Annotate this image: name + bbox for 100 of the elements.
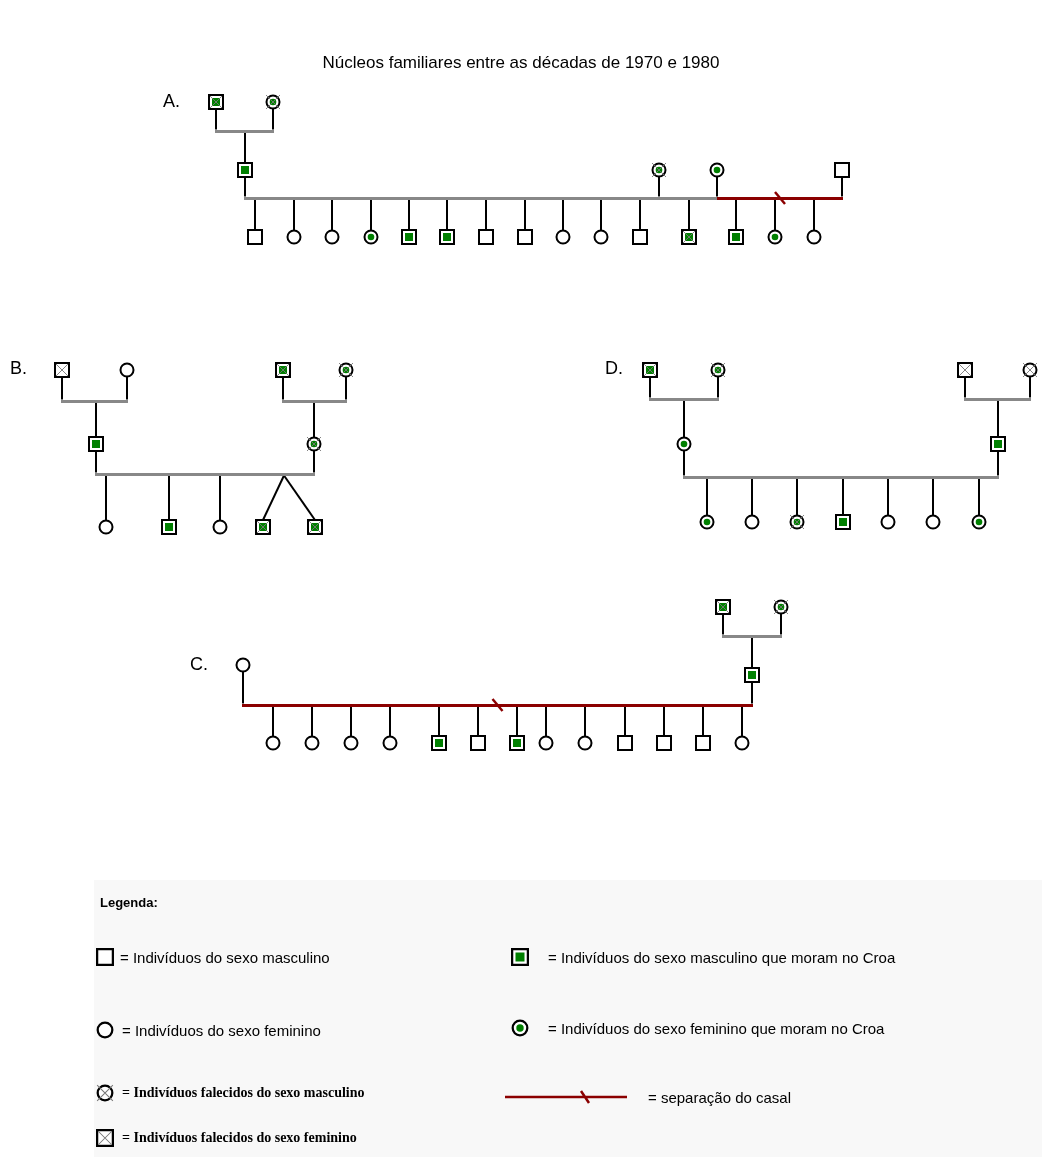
- descent-line: [95, 401, 97, 438]
- square-symbol: [681, 229, 697, 245]
- circle-symbol: [343, 735, 359, 751]
- circle-symbol: [710, 362, 726, 378]
- descent-line: [706, 477, 708, 516]
- square-symbol: [834, 162, 850, 178]
- legend-text: = separação do casal: [648, 1088, 791, 1106]
- couple-line: [683, 475, 999, 479]
- square-symbol: [54, 362, 70, 378]
- circle-symbol: [212, 519, 228, 535]
- descent-line: [649, 376, 651, 399]
- descent-line: [1029, 376, 1031, 399]
- couple-line: [95, 472, 315, 476]
- circle-symbol: [734, 735, 750, 751]
- circle-symbol: [577, 735, 593, 751]
- panel-letter: C.: [190, 654, 208, 675]
- separation-line: [242, 703, 753, 707]
- descent-line: [751, 681, 753, 705]
- descent-line: [446, 198, 448, 231]
- descent-line: [345, 376, 347, 401]
- circle-symbol: [538, 735, 554, 751]
- descent-line: [722, 613, 724, 636]
- descent-line: [841, 176, 843, 198]
- square-symbol: [431, 735, 447, 751]
- descent-line: [978, 477, 980, 516]
- descent-line: [370, 198, 372, 231]
- descent-line: [244, 131, 246, 164]
- couple-line: [649, 397, 719, 401]
- legend-text: = Indivíduos do sexo masculino que moram no Croa: [548, 948, 896, 966]
- square-symbol: [307, 519, 323, 535]
- circle-symbol: [306, 436, 322, 452]
- circle-symbol: [324, 229, 340, 245]
- descent-line: [702, 705, 704, 737]
- descent-line: [126, 376, 128, 401]
- descent-line: [584, 705, 586, 737]
- square-symbol: [744, 667, 760, 683]
- square-symbol: [470, 735, 486, 751]
- circle-symbol: [265, 94, 281, 110]
- descent-line: [774, 198, 776, 231]
- descent-line: [168, 474, 170, 521]
- descent-line: [389, 705, 391, 737]
- legend-heading: Legenda:: [100, 895, 158, 910]
- couple-line: [722, 634, 782, 638]
- circle-symbol: [363, 229, 379, 245]
- square-symbol: [990, 436, 1006, 452]
- square-symbol: [247, 229, 263, 245]
- circle-symbol: [382, 735, 398, 751]
- descent-line: [688, 198, 690, 231]
- panel-letter: A.: [163, 91, 180, 112]
- descent-line: [485, 198, 487, 231]
- square-symbol: [728, 229, 744, 245]
- descent-line: [215, 108, 217, 131]
- circle-symbol: [709, 162, 725, 178]
- descent-line: [751, 636, 753, 669]
- legend-text: = Indivíduos do sexo feminino que moram no Croa: [548, 1019, 885, 1037]
- circle-symbol: [593, 229, 609, 245]
- square-symbol: [695, 735, 711, 751]
- descent-line: [61, 376, 63, 401]
- couple-line: [282, 399, 347, 403]
- descent-line: [741, 705, 743, 737]
- descent-line: [716, 176, 718, 198]
- panel-letter: B.: [10, 358, 27, 379]
- descent-line: [313, 450, 315, 474]
- descent-line: [842, 477, 844, 516]
- legend-text: = Indivíduos falecidos do sexo masculino: [122, 1085, 365, 1101]
- descent-line: [95, 450, 97, 474]
- descent-line: [663, 705, 665, 737]
- descent-line: [780, 613, 782, 636]
- descent-line: [751, 477, 753, 516]
- descent-line: [545, 705, 547, 737]
- square-symbol: [255, 519, 271, 535]
- circle-symbol: [119, 362, 135, 378]
- descent-line: [219, 474, 221, 521]
- circle-symbol: [555, 229, 571, 245]
- descent-line: [331, 198, 333, 231]
- square-symbol: [237, 162, 253, 178]
- circle-symbol: [304, 735, 320, 751]
- circle-symbol: [338, 362, 354, 378]
- circle-symbol: [880, 514, 896, 530]
- descent-line: [964, 376, 966, 399]
- descent-line: [813, 198, 815, 231]
- descent-line: [997, 450, 999, 477]
- couple-line: [215, 129, 274, 133]
- descent-line: [438, 705, 440, 737]
- circle-symbol: [651, 162, 667, 178]
- circle-symbol: [98, 519, 114, 535]
- circle-symbol: [1022, 362, 1038, 378]
- descent-line: [658, 176, 660, 198]
- legend-text: = Indivíduos falecidos do sexo feminino: [122, 1130, 357, 1146]
- square-symbol: [275, 362, 291, 378]
- square-symbol: [478, 229, 494, 245]
- descent-line: [282, 376, 284, 401]
- descent-line: [244, 176, 246, 198]
- square-symbol: [517, 229, 533, 245]
- square-symbol: [632, 229, 648, 245]
- descent-line: [997, 399, 999, 438]
- descent-line: [283, 474, 316, 521]
- descent-line: [311, 705, 313, 737]
- descent-line: [272, 705, 274, 737]
- descent-line: [105, 474, 107, 521]
